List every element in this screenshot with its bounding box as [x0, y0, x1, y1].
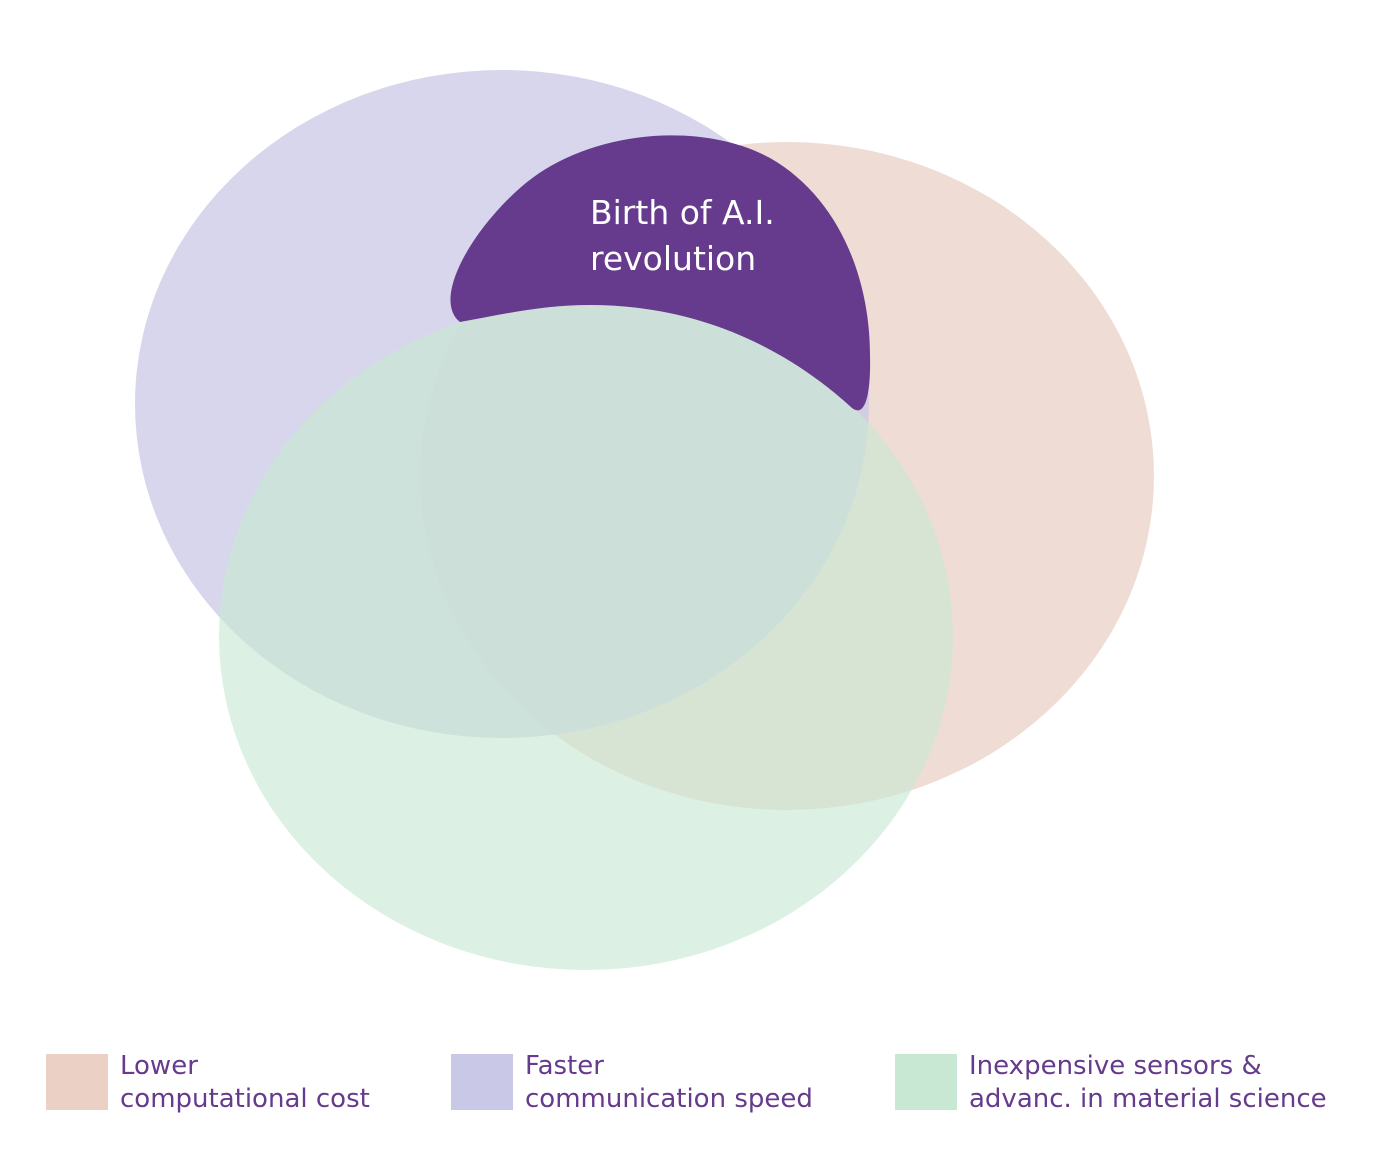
legend-item-sensors-material-science: Inexpensive sensors & advanc. in materia…	[895, 1050, 1327, 1116]
legend-item-computational-cost: Lower computational cost	[46, 1050, 370, 1116]
venn-diagram: Birth of A.I. revolution	[135, 70, 1154, 970]
legend-swatch-orange	[46, 1054, 108, 1110]
center-label: Birth of A.I. revolution	[590, 193, 785, 278]
legend-label: Faster communication speed	[525, 1050, 813, 1116]
legend-label-line2: advanc. in material science	[969, 1084, 1327, 1114]
legend-label-line1: Inexpensive sensors &	[969, 1051, 1262, 1081]
birth-of-ai-shape	[450, 135, 871, 411]
legend: Lower computational cost Faster communic…	[0, 1050, 1400, 1130]
legend-item-communication-speed: Faster communication speed	[451, 1050, 813, 1116]
legend-label-line1: Faster	[525, 1051, 604, 1081]
legend-label-line2: communication speed	[525, 1084, 813, 1114]
legend-swatch-green	[895, 1054, 957, 1110]
legend-label-line2: computational cost	[120, 1084, 370, 1114]
center-label-line2: revolution	[590, 239, 756, 278]
circle-inexpensive-sensors	[219, 302, 953, 970]
legend-label-line1: Lower	[120, 1051, 198, 1081]
legend-swatch-blue	[451, 1054, 513, 1110]
center-label-line1: Birth of A.I.	[590, 193, 775, 232]
legend-label: Inexpensive sensors & advanc. in materia…	[969, 1050, 1327, 1116]
legend-label: Lower computational cost	[120, 1050, 370, 1116]
